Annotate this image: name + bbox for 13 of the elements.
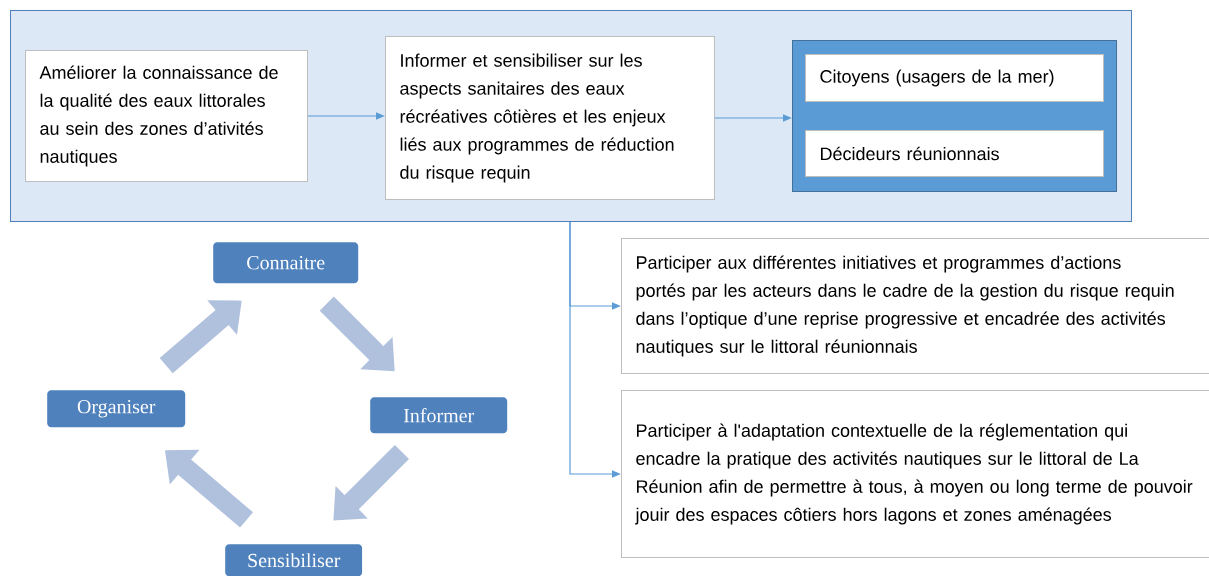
block-arrow [159,300,242,374]
text-box: Participer à l'adaptation contextuelle de la réglementation qui encadre la pratique des activités nautiques sur le littoral de La Réunion afin de permettre à tous, à moyen ou long terme de pouvoir jouir des espaces côtiers hors lagons et zones aménagées [621,390,1209,558]
cycle-label-box: Informer [370,397,508,434]
text-box: Citoyens (usagers de la mer) [805,54,1104,102]
text-box: Améliorer la connaissance de la qualité des eaux littorales au sein des zones d’ativités nautiques [25,50,308,182]
text-box: Informer et sensibiliser sur les aspects sanitaires des eaux récréatives côtières et les enjeux liés aux programmes de réduction du risque requin [385,36,715,200]
cycle-label-box: Sensibiliser [225,544,363,576]
text-box: Décideurs réunionnais [805,130,1104,177]
cycle-label-box: Organiser [47,390,186,428]
block-arrow [319,296,395,372]
block-arrow [333,444,409,521]
text-box: Participer aux différentes initiatives et programmes d’actions portés par les acteurs dans le cadre de la gestion du risque requin dans l’optique d’une reprise progressive et encadrée des activités nautiques sur le littoral réunionnais [621,238,1209,374]
cycle-label-box: Connaitre [213,242,359,284]
